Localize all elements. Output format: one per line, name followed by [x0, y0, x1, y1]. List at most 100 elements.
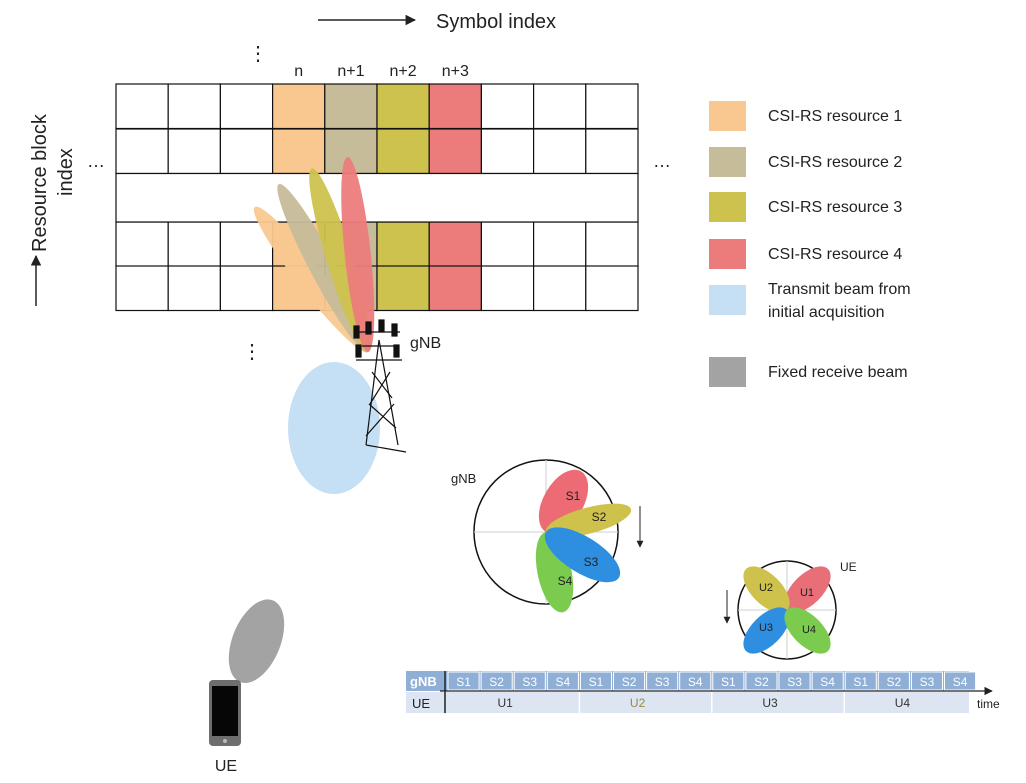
timeline-gnb-label: gNB	[410, 674, 437, 689]
timeline-gnb-slot-label: S1	[456, 675, 471, 689]
gnb-beam-label: S1	[566, 489, 581, 503]
grid-cell	[376, 265, 430, 312]
grid-cell	[115, 265, 169, 312]
vdots-bottom: ⋮	[242, 341, 262, 363]
ue-beam-u4	[784, 607, 831, 654]
timeline-ue-group-label: U3	[762, 696, 778, 710]
timeline-gnb-slot	[712, 671, 745, 691]
timeline-gnb-slot-label: S2	[887, 675, 902, 689]
timeline-gnb-slot	[811, 671, 844, 691]
timeline-gnb-slot-label: S1	[853, 675, 868, 689]
timeline-gnb-slot-label: S4	[556, 675, 571, 689]
grid-cell	[480, 83, 535, 130]
ue-beam-label: U1	[800, 587, 814, 599]
ue-beam-label: U4	[802, 624, 816, 636]
timeline-gnb-slot-label: S1	[721, 675, 736, 689]
timeline-gnb-slot	[613, 671, 646, 691]
legend-swatch	[709, 101, 746, 131]
grid-cell	[480, 265, 535, 312]
timeline-ue-label: UE	[412, 696, 430, 711]
timeline-gnb-slot	[745, 671, 778, 691]
grid-cell	[324, 83, 378, 130]
timeline-ue-group-label: U4	[895, 696, 911, 710]
grid-cell	[376, 221, 430, 268]
legend-label: CSI-RS resource 2	[768, 154, 902, 171]
ue-beam-u3	[743, 607, 790, 654]
grid-cell	[480, 128, 535, 175]
symbol-index-label: Symbol index	[436, 11, 556, 33]
grid-cell	[167, 83, 221, 130]
symbol-label: n+2	[390, 63, 417, 80]
timeline-time-label: time	[977, 697, 1000, 711]
timeline-ue-group-label: U2	[630, 696, 646, 710]
legend-label: initial acquisition	[768, 304, 885, 321]
legend-swatch	[709, 192, 746, 222]
timeline-gnb-slot	[579, 671, 613, 691]
timeline-gnb-slot-label: S3	[655, 675, 670, 689]
timeline-gnb-slot-label: S1	[589, 675, 604, 689]
grid-cell	[219, 265, 274, 312]
grid-cell	[167, 128, 221, 175]
grid-cell	[428, 83, 483, 130]
legend-label: CSI-RS resource 1	[768, 108, 902, 125]
grid-cell	[532, 221, 587, 268]
grid-cell	[376, 83, 430, 130]
timeline-gnb-slot	[877, 671, 910, 691]
legend-swatch	[709, 239, 746, 269]
grid-cell	[480, 221, 535, 268]
ue-beam-label: U2	[759, 582, 773, 594]
resource-grid	[115, 83, 639, 312]
gnb-tower-icon	[353, 319, 407, 453]
ue-polar-diagram	[737, 560, 837, 660]
fixed-receive-beam	[228, 599, 285, 683]
timeline-gnb-slot	[944, 671, 977, 691]
grid-cell	[585, 83, 639, 130]
timeline-gnb-slot-label: S2	[622, 675, 637, 689]
timeline-ue-group-label: U1	[498, 696, 514, 710]
rb-index-label-line2: index	[55, 148, 77, 196]
grid-cell	[585, 128, 639, 175]
legend-label: CSI-RS resource 3	[768, 199, 902, 216]
gnb-beam-s3	[544, 527, 621, 583]
grid-cell	[272, 83, 326, 130]
legend: CSI-RS resource 1 CSI-RS resource 2 CSI-RS…	[709, 101, 911, 387]
grid-cell	[428, 265, 483, 312]
timeline-gnb-slot	[679, 671, 712, 691]
gnb-transmit-beams	[253, 157, 380, 494]
timeline-gnb-slot	[513, 671, 546, 691]
timeline-gnb-slot	[646, 671, 679, 691]
grid-cell	[532, 83, 587, 130]
gnb-polar-label: gNB	[451, 471, 476, 486]
timeline-gnb-slot	[546, 671, 579, 691]
symbol-label: n+1	[337, 63, 364, 80]
timeline-gnb-slot-label: S4	[953, 675, 968, 689]
rb-index-label-line1: Resource block	[29, 113, 51, 252]
timeline-gnb-slot-label: S4	[688, 675, 703, 689]
grid-cell	[219, 128, 274, 175]
grid-cell	[115, 221, 169, 268]
symbol-label: n+3	[442, 63, 469, 80]
transmit-beam-initial-acquisition	[288, 362, 380, 494]
timeline-gnb-slot	[447, 671, 480, 691]
ue-phone-label: UE	[215, 758, 237, 775]
grid-cell	[167, 265, 221, 312]
grid-cell	[585, 265, 639, 312]
timeline-gnb-slot-label: S3	[920, 675, 935, 689]
symbol-label: n	[294, 63, 303, 80]
legend-swatch	[709, 285, 746, 315]
gnb-beam-label: S2	[592, 510, 607, 524]
symbol-labels: n n+1 n+2 n+3	[294, 63, 469, 80]
gnb-beam-label: S4	[558, 574, 573, 588]
grid-cell	[115, 83, 169, 130]
grid-cell	[376, 128, 430, 175]
grid-cell	[428, 221, 483, 268]
grid-gap-row	[115, 172, 639, 223]
grid-cell	[585, 221, 639, 268]
grid-cell	[167, 221, 221, 268]
timeline-gnb-slot-label: S3	[522, 675, 537, 689]
ellipsis-left: …	[87, 151, 105, 171]
